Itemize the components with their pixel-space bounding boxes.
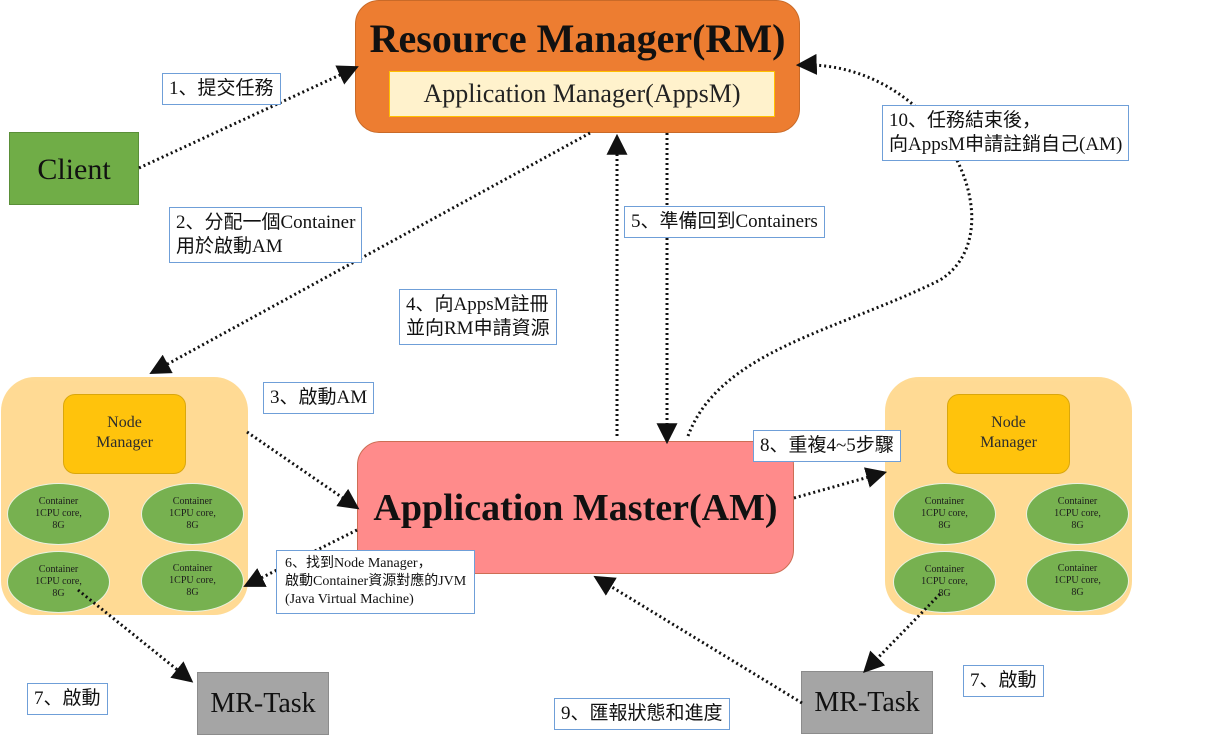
container-right-3[interactable]: Container 1CPU core, 8G (893, 551, 996, 613)
step-10-label: 10、任務結束後， 向AppsM申請註銷自己(AM) (882, 105, 1130, 161)
container-right-2[interactable]: Container 1CPU core, 8G (1026, 483, 1129, 545)
arrow-mrtask-to-am (593, 575, 803, 705)
node-right[interactable]: Node Manager Container 1CPU core, 8G Con… (885, 377, 1132, 615)
container-left-4[interactable]: Container 1CPU core, 8G (141, 550, 244, 612)
mr-task-left[interactable]: MR-Task (197, 672, 329, 735)
container-right-4[interactable]: Container 1CPU core, 8G (1026, 550, 1129, 612)
container-left-2[interactable]: Container 1CPU core, 8G (141, 483, 244, 545)
node-manager-left[interactable]: Node Manager (63, 394, 186, 474)
application-manager-box[interactable]: Application Manager(AppsM) (389, 71, 775, 117)
step-4-label: 4、向AppsM註冊 並向RM申請資源 (399, 289, 557, 345)
resource-manager-box[interactable]: Resource Manager(RM) Application Manager… (355, 0, 800, 133)
arrow-left-node-to-am (246, 430, 360, 510)
mr-task-right[interactable]: MR-Task (801, 671, 933, 734)
step-3-label: 3、啟動AM (263, 382, 375, 414)
node-left[interactable]: Node Manager Container 1CPU core, 8G Con… (1, 377, 248, 615)
step-1-label: 1、提交任務 (162, 73, 281, 105)
container-left-1[interactable]: Container 1CPU core, 8G (7, 483, 110, 545)
step-8-label: 8、重複4~5步驟 (753, 430, 901, 462)
step-9-label: 9、匯報狀態和進度 (554, 698, 730, 730)
step-2-label: 2、分配一個Container 用於啟動AM (169, 207, 363, 263)
client-box[interactable]: Client (9, 132, 139, 205)
step-7-left-label: 7、啟動 (27, 683, 108, 715)
resource-manager-title: Resource Manager(RM) (369, 16, 786, 61)
step-5-label: 5、準備回到Containers (624, 206, 825, 238)
node-manager-right[interactable]: Node Manager (947, 394, 1070, 474)
container-left-3[interactable]: Container 1CPU core, 8G (7, 551, 110, 613)
arrow-am-to-right-node (793, 467, 888, 500)
step-6-label: 6、找到Node Manager， 啟動Container資源對應的JVM (J… (276, 550, 476, 614)
step-7-right-label: 7、啟動 (963, 665, 1044, 697)
container-right-1[interactable]: Container 1CPU core, 8G (893, 483, 996, 545)
